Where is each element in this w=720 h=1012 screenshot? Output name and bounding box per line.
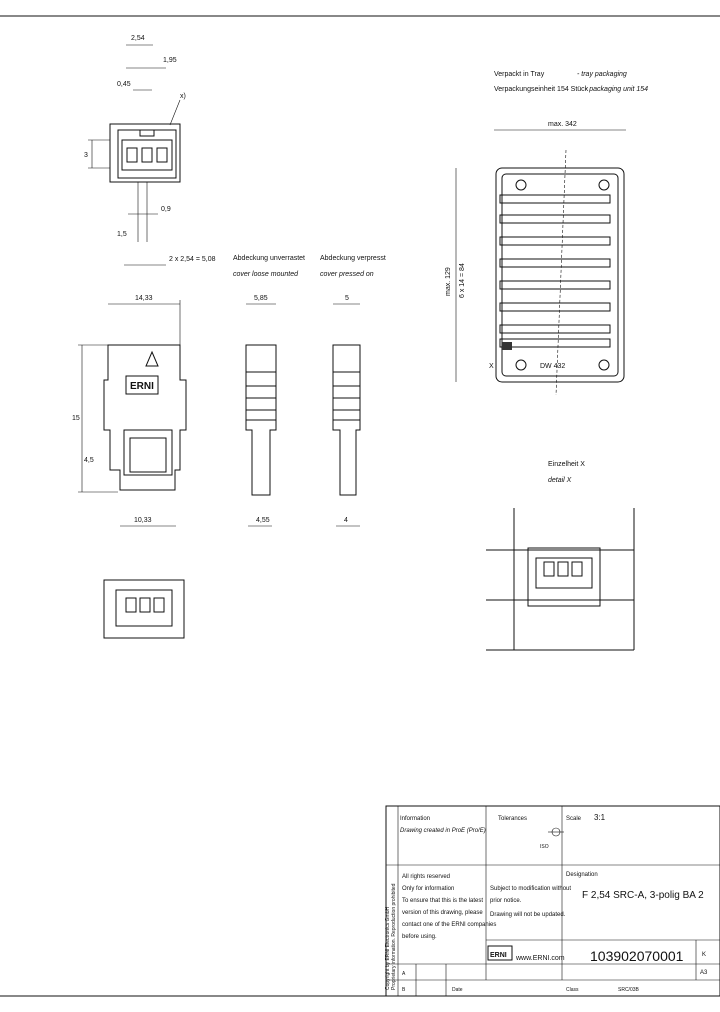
tray-side-label2: 6 x 14 = 84 xyxy=(459,263,466,298)
tb-line4: version of this drawing, please xyxy=(402,910,483,916)
tb-info-en: Drawing created in ProE (Pro/E) xyxy=(400,828,486,834)
unlocked-en: cover loose mounted xyxy=(233,271,299,278)
tray-line2-de: Verpackungseinheit 154 Stück xyxy=(494,86,589,93)
front-view-group: 14,33 15 4,5 ERNI 10,33 xyxy=(72,295,187,527)
side-text-1: Copyright by ERNI Electronics GmbH xyxy=(385,907,391,990)
tb-subject3: Drawing will not be updated. xyxy=(490,912,566,918)
part-logo: ERNI xyxy=(130,381,154,392)
tb-scale-label: Scale xyxy=(566,816,582,822)
tb-rights: All rights reserved xyxy=(402,874,450,880)
tb-tolerances: Tolerances xyxy=(498,816,527,822)
tb-subject1: Subject to modification without xyxy=(490,886,571,892)
dim-15: 1,5 xyxy=(117,231,127,238)
tb-class-label: Class xyxy=(566,987,579,993)
tray-line1-de: Verpackt in Tray xyxy=(494,71,545,78)
dim-195: 1,95 xyxy=(163,57,177,64)
tb-line5: contact one of the ERNI companies xyxy=(402,922,496,928)
dim-508: 2 x 2,54 = 5,08 xyxy=(169,256,216,263)
tb-scale-value: 3:1 xyxy=(594,813,606,822)
tb-line6: before using. xyxy=(402,934,437,940)
locked-de: Abdeckung verpresst xyxy=(320,255,386,262)
dim-1433: 14,33 xyxy=(135,295,153,302)
dim-5: 5 xyxy=(345,295,349,302)
title-block: Copyright by ERNI Electronics GmbH Propr… xyxy=(385,805,720,997)
tb-line3: To ensure that this is the latest xyxy=(402,898,483,904)
tray-line2-en: - packaging unit 154 xyxy=(585,86,648,93)
dim-045: 0,45 xyxy=(117,81,131,88)
bottom-view-group xyxy=(103,579,185,639)
tb-row-a: A xyxy=(402,971,406,977)
tray-group: Verpackt in Tray - tray packaging Verpac… xyxy=(445,71,648,396)
tb-logo: ERNI xyxy=(490,952,507,959)
locked-en: cover pressed on xyxy=(320,271,374,278)
dim-585: 5,85 xyxy=(254,295,268,302)
dim-09: 0,9 xyxy=(161,206,171,213)
tray-code: DW 432 xyxy=(540,363,565,370)
tb-subject2: prior notice. xyxy=(490,898,522,904)
top-view-group: 2,54 1,95 0,45 x) 3 0,9 1,5 2 x 2,54 = 5… xyxy=(84,35,216,266)
tb-info-de: Information xyxy=(400,816,430,822)
side-view-locked: Abdeckung verpresst cover pressed on 5 4 xyxy=(320,255,386,527)
tray-max342: max. 342 xyxy=(548,121,577,128)
side-view-unlocked: Abdeckung unverrastet cover loose mounte… xyxy=(233,255,305,527)
tb-designation: F 2,54 SRC-A, 3-polig BA 2 xyxy=(582,890,704,901)
dim-3: 3 xyxy=(84,152,88,159)
tb-iso: ISO xyxy=(540,844,549,850)
detail-en: detail X xyxy=(548,477,572,484)
unlocked-de: Abdeckung unverrastet xyxy=(233,255,305,262)
side-text-2: Proprietary information. Reproduction pr… xyxy=(391,883,397,990)
tb-only-info: Only for information xyxy=(402,886,454,892)
tb-part-number: 103902070001 xyxy=(590,948,684,964)
tb-rev-top: K xyxy=(702,952,706,958)
tb-row-b: B xyxy=(402,987,406,993)
label-x: x) xyxy=(180,93,186,100)
tb-designation-label: Designation xyxy=(566,872,598,878)
tb-rev-bot: A3 xyxy=(700,970,708,976)
dim-4: 4 xyxy=(344,517,348,524)
dim-pitch: 2,54 xyxy=(131,35,145,42)
dim-1033: 10,33 xyxy=(134,517,152,524)
tb-date-label: Date xyxy=(452,987,463,993)
tb-class-value: SRC/03B xyxy=(618,987,640,993)
tb-website: www.ERNI.com xyxy=(515,955,565,962)
dim-455: 4,55 xyxy=(256,517,270,524)
detail-de: Einzelheit X xyxy=(548,461,585,468)
dim-h45: 4,5 xyxy=(84,457,94,464)
dim-h15: 15 xyxy=(72,415,80,422)
detail-x-group: Einzelheit X detail X xyxy=(486,461,635,651)
tray-x-mark: X xyxy=(489,363,494,370)
tray-side-label: max. 129 xyxy=(445,267,452,296)
tray-line1-en: - tray packaging xyxy=(577,71,627,78)
